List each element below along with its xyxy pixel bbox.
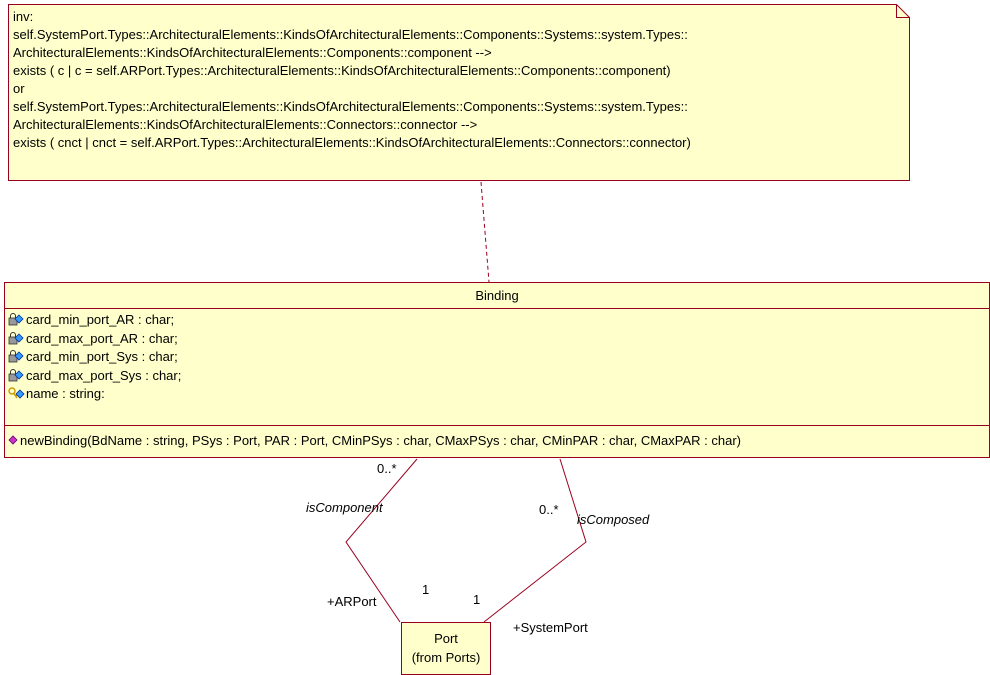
operation-icon bbox=[8, 434, 20, 448]
private-attribute-icon bbox=[8, 350, 26, 364]
port-class-name: Port bbox=[434, 631, 458, 646]
port-class[interactable]: Port (from Ports) bbox=[401, 622, 491, 675]
note-line: or bbox=[13, 81, 25, 96]
attribute-row[interactable]: card_max_port_AR : char; bbox=[8, 330, 989, 349]
note-text: inv: self.SystemPort.Types::Architectura… bbox=[13, 8, 903, 152]
note-line: self.SystemPort.Types::ArchitecturalElem… bbox=[13, 27, 688, 42]
note-line: exists ( cnct | cnct = self.ARPort.Types… bbox=[13, 135, 691, 150]
note-anchor-line[interactable] bbox=[480, 181, 490, 283]
operation-text: newBinding(BdName : string, PSys : Port,… bbox=[20, 433, 742, 448]
private-attribute-icon bbox=[8, 313, 26, 327]
iscomposed-port-multiplicity: 1 bbox=[473, 592, 481, 607]
note-shape bbox=[8, 4, 910, 181]
operation-row[interactable]: newBinding(BdName : string, PSys : Port,… bbox=[8, 433, 741, 448]
attribute-row[interactable]: card_max_port_Sys : char; bbox=[8, 367, 989, 386]
arport-role-label: +ARPort bbox=[327, 594, 377, 609]
attribute-text: name : string: bbox=[26, 386, 105, 401]
note-line: ArchitecturalElements::KindsOfArchitectu… bbox=[13, 45, 492, 60]
attribute-text: card_min_port_AR : char; bbox=[26, 312, 175, 327]
iscomponent-port-multiplicity: 1 bbox=[422, 582, 430, 597]
operation-compartment: newBinding(BdName : string, PSys : Port,… bbox=[5, 425, 989, 458]
class-name: Binding bbox=[5, 283, 989, 309]
note-line: inv: bbox=[13, 9, 34, 24]
note-line: exists ( c | c = self.ARPort.Types::Arch… bbox=[13, 63, 671, 78]
attribute-text: card_max_port_AR : char; bbox=[26, 330, 178, 346]
attribute-text: card_min_port_Sys : char; bbox=[26, 349, 178, 364]
attribute-row[interactable]: name : string: bbox=[8, 385, 989, 404]
association-iscomponent-line[interactable] bbox=[345, 458, 418, 623]
key-attribute-icon bbox=[8, 387, 26, 401]
attribute-row[interactable]: card_min_port_AR : char; bbox=[8, 311, 989, 330]
private-attribute-icon bbox=[8, 368, 26, 383]
iscomponent-association-name: isComponent bbox=[306, 500, 383, 515]
attribute-list: card_min_port_AR : char; card_max_port_A… bbox=[8, 311, 989, 404]
private-attribute-icon bbox=[8, 331, 26, 346]
iscomposed-binding-multiplicity: 0..* bbox=[539, 502, 559, 517]
systemport-role-label: +SystemPort bbox=[513, 620, 588, 635]
attribute-text: card_max_port_Sys : char; bbox=[26, 367, 182, 383]
port-package-label: (from Ports) bbox=[411, 650, 481, 665]
iscomponent-binding-multiplicity: 0..* bbox=[377, 461, 397, 476]
note-line: self.SystemPort.Types::ArchitecturalElem… bbox=[13, 99, 688, 114]
binding-class[interactable]: Binding card_min_port_AR : char; card_ma… bbox=[4, 282, 990, 458]
association-iscomposed-line[interactable] bbox=[483, 458, 587, 623]
constraint-note[interactable]: inv: self.SystemPort.Types::Architectura… bbox=[8, 4, 910, 181]
note-line: ArchitecturalElements::KindsOfArchitectu… bbox=[13, 117, 478, 132]
attribute-row[interactable]: card_min_port_Sys : char; bbox=[8, 348, 989, 367]
iscomposed-association-name: isComposed bbox=[577, 512, 650, 527]
